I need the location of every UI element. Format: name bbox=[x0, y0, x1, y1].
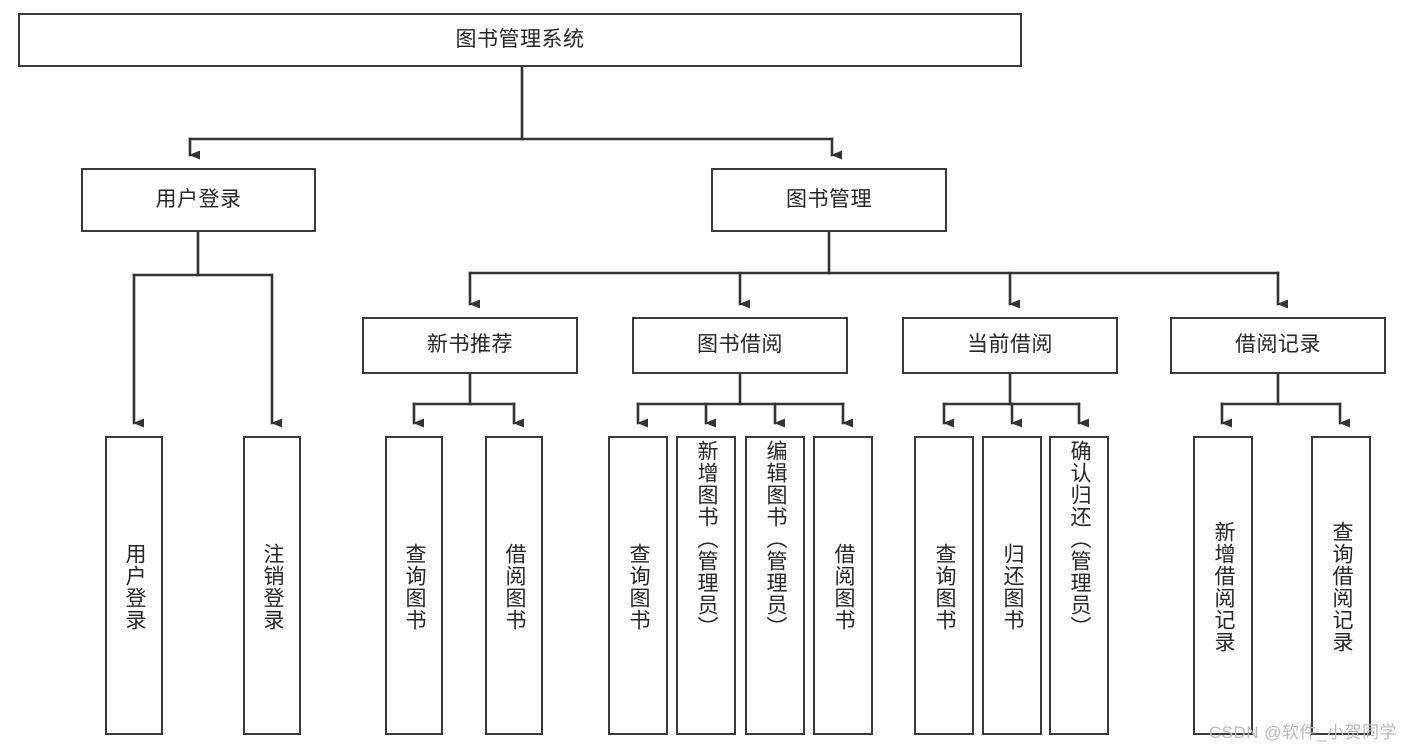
node-user-login[interactable]: 用户登录 bbox=[81, 168, 316, 232]
leaf-add-record[interactable]: 新增借阅记录 bbox=[1193, 436, 1253, 735]
node-label: 查询借阅记录 bbox=[1330, 520, 1354, 653]
leaf-borrow-book-2[interactable]: 借阅图书 bbox=[813, 436, 873, 735]
node-label: 借阅记录 bbox=[1235, 333, 1321, 357]
node-label: 注销登录 bbox=[261, 542, 285, 631]
node-label: 用户登录 bbox=[155, 187, 242, 211]
node-label: 查询图书 bbox=[933, 542, 957, 631]
node-current-borrow[interactable]: 当前借阅 bbox=[902, 317, 1118, 374]
leaf-query-record[interactable]: 查询借阅记录 bbox=[1311, 436, 1371, 735]
node-label: 新增借阅记录 bbox=[1212, 520, 1236, 653]
node-label: 编辑图书（管理员） bbox=[764, 440, 788, 638]
leaf-borrow-book-1[interactable]: 借阅图书 bbox=[485, 436, 543, 735]
node-label: 新增图书（管理员） bbox=[695, 440, 719, 638]
node-new-book-recommend[interactable]: 新书推荐 bbox=[362, 317, 578, 374]
node-label: 借阅图书 bbox=[503, 542, 527, 631]
node-label: 用户登录 bbox=[123, 542, 147, 631]
node-borrow-record[interactable]: 借阅记录 bbox=[1170, 317, 1386, 374]
node-label: 查询图书 bbox=[403, 542, 427, 631]
leaf-logout[interactable]: 注销登录 bbox=[243, 436, 301, 735]
node-label: 借阅图书 bbox=[832, 542, 856, 631]
leaf-query-book-1[interactable]: 查询图书 bbox=[385, 436, 443, 735]
node-label: 归还图书 bbox=[1001, 542, 1025, 631]
node-label: 图书管理 bbox=[786, 187, 872, 211]
leaf-confirm-return[interactable]: 确认归还（管理员） bbox=[1049, 436, 1109, 735]
leaf-query-book-3[interactable]: 查询图书 bbox=[914, 436, 974, 735]
leaf-user-login[interactable]: 用户登录 bbox=[105, 436, 163, 735]
leaf-query-book-2[interactable]: 查询图书 bbox=[608, 436, 668, 735]
leaf-edit-book[interactable]: 编辑图书（管理员） bbox=[745, 436, 805, 735]
node-label: 图书借阅 bbox=[697, 333, 783, 357]
csdn-watermark: CSDN @软件_小贺同学 bbox=[1208, 723, 1397, 742]
node-book-borrow[interactable]: 图书借阅 bbox=[632, 317, 848, 374]
node-label: 新书推荐 bbox=[427, 333, 513, 357]
node-label: 确认归还（管理员） bbox=[1068, 440, 1092, 638]
node-label: 查询图书 bbox=[627, 542, 651, 631]
leaf-return-book[interactable]: 归还图书 bbox=[982, 436, 1042, 735]
node-book-management[interactable]: 图书管理 bbox=[711, 168, 947, 232]
leaf-add-book[interactable]: 新增图书（管理员） bbox=[676, 436, 736, 735]
node-label: 当前借阅 bbox=[967, 333, 1053, 357]
node-label: 图书管理系统 bbox=[455, 27, 585, 51]
node-root-system[interactable]: 图书管理系统 bbox=[18, 13, 1022, 67]
